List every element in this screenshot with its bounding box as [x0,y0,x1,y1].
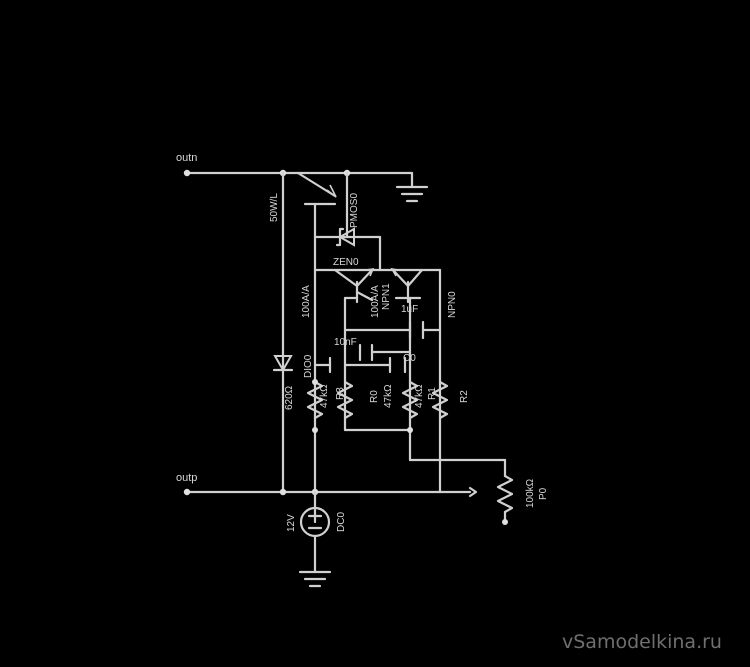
pmos-label: PMOS0 [349,193,360,228]
npn1-label: NPN1 [381,283,392,310]
resistor-mid-value: 47kΩ [414,384,425,408]
zener-diode [313,227,382,272]
watermark-text: vSamodelkina.ru [562,631,722,653]
outp-label: outp [176,472,197,484]
cap-c0-label: C0 [403,353,416,364]
resistor-r3 [336,380,354,420]
npn1-transistor [313,268,442,304]
diode-symbol [272,355,294,373]
battery-name-label: DC0 [336,512,347,532]
npn1-rating-label: 100A/A [370,285,381,318]
dc-source [299,490,331,574]
dio0-label: DIO0 [303,354,314,378]
cap-10nf-label: 10nF [334,337,357,348]
pmos-transistor [296,171,349,239]
pot-value-label: 100kΩ [525,478,536,508]
ground-symbol-bottom [298,570,332,588]
resistor-r0-label: R0 [369,390,380,403]
resistor-r3-label: R3 [335,387,346,400]
outn-label: outn [176,152,197,164]
pot-name-label: P0 [538,487,549,500]
zener-label: ZEN0 [333,257,359,268]
resistor-r2 [431,380,449,420]
ground-symbol-top [395,171,429,203]
junction-wires [312,379,507,478]
resistor-r0-value: 47kΩ [383,384,394,408]
potentiometer [496,474,514,525]
resistor-mid [401,380,419,420]
resistor-left-label: 47kΩ [319,384,330,408]
battery-voltage-label: 12V [286,514,297,532]
npn0-label: NPN0 [447,291,458,318]
resistor-left [306,380,324,420]
ammeter-left-label: 100A/A [301,285,312,318]
dio0-symbol [313,356,332,374]
resistor-r2-label: R2 [459,390,470,403]
diode-resistance-label: 620Ω [284,385,295,410]
lamp-label: 50W/L [269,193,280,222]
